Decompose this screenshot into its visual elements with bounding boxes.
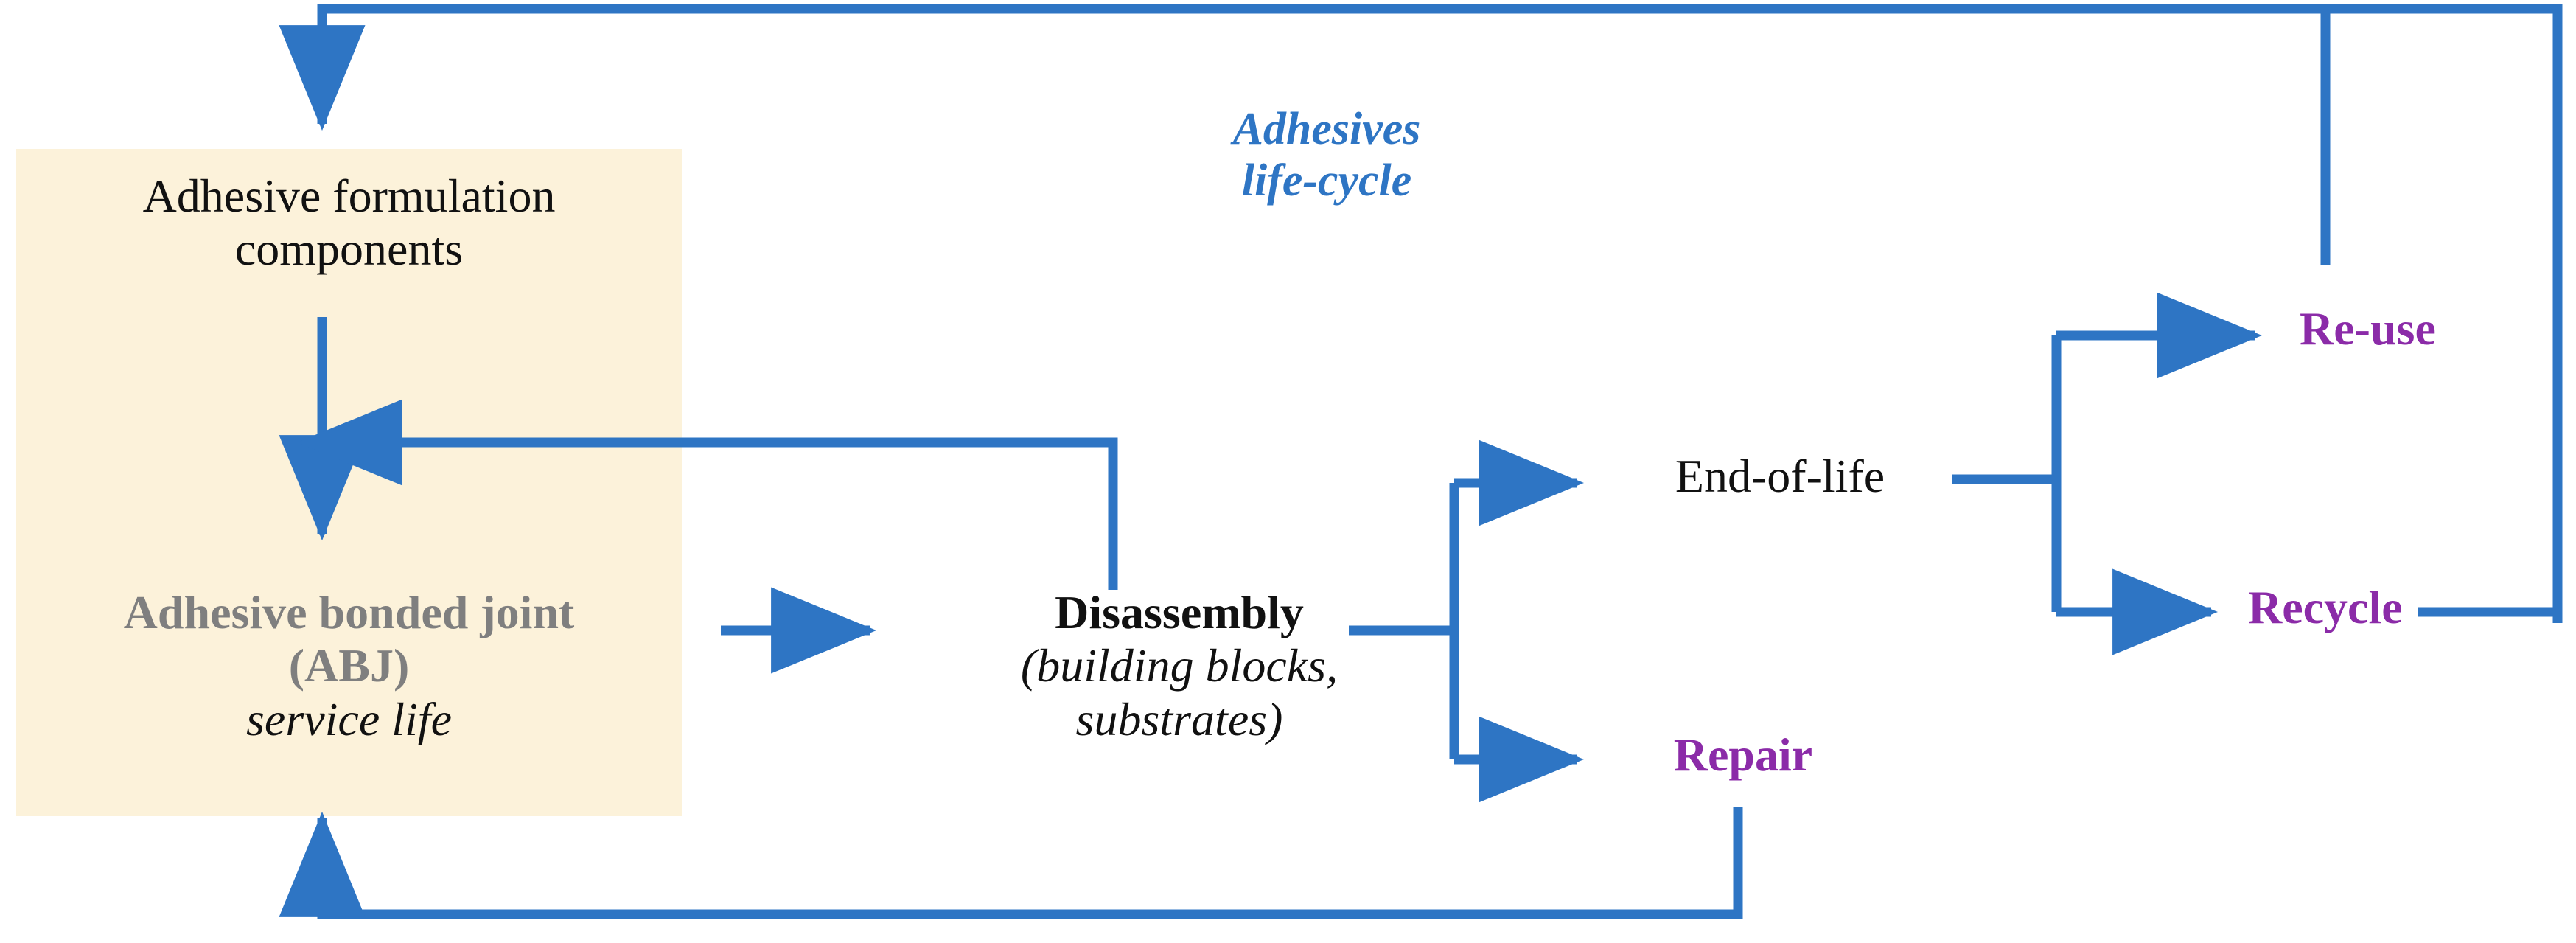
node-repair: Repair bbox=[1673, 728, 1813, 781]
node-end-of-life: End-of-life bbox=[1675, 450, 1885, 502]
figure-title-line2: life-cycle bbox=[1241, 156, 1412, 206]
node-abj-line3: service life bbox=[246, 692, 452, 745]
node-adhesive-bonded-joint: Adhesive bonded joint (ABJ) service life bbox=[16, 586, 682, 746]
node-disassembly-line2: (building blocks, bbox=[1020, 639, 1338, 692]
figure-title: Adhesives life-cycle bbox=[1165, 103, 1489, 206]
node-abj-line1: Adhesive bonded joint bbox=[123, 586, 575, 638]
node-reuse: Re-use bbox=[2300, 302, 2436, 355]
figure-title-line1: Adhesives bbox=[1232, 104, 1421, 154]
node-abj-line2: (ABJ) bbox=[288, 639, 410, 692]
node-recycle: Recycle bbox=[2248, 581, 2403, 633]
edge-disassembly-feedback-to-formulation bbox=[296, 399, 1118, 590]
node-disassembly-line3: substrates) bbox=[1075, 692, 1283, 745]
node-disassembly-line1: Disassembly bbox=[1055, 586, 1304, 638]
node-formulation-line1: Adhesive formulation bbox=[142, 170, 556, 222]
node-adhesive-formulation-components: Adhesive formulation components bbox=[16, 170, 682, 276]
edge-repair-to-abj bbox=[279, 807, 1743, 919]
edge-recycle-to-formulation bbox=[279, 4, 2563, 623]
node-disassembly: Disassembly (building blocks, substrates… bbox=[899, 586, 1459, 746]
node-formulation-line2: components bbox=[234, 223, 464, 276]
